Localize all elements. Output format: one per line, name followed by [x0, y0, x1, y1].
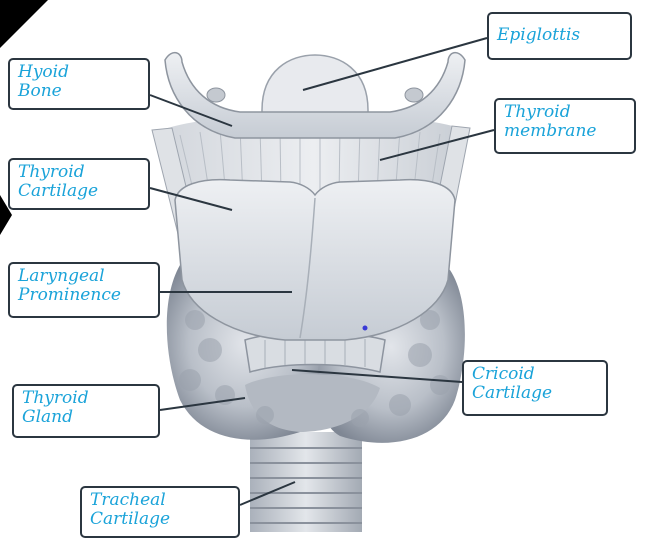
label-tracheal-cartilage: Tracheal Cartilage: [80, 486, 240, 538]
label-epiglottis: Epiglottis: [487, 12, 632, 60]
label-cricoid-cartilage: Cricoid Cartilage: [462, 360, 608, 416]
label-thyroid-membrane: Thyroid membrane: [494, 98, 636, 154]
label-laryngeal-prominence: Laryngeal Prominence: [8, 262, 160, 318]
corner-top-left: [0, 0, 48, 48]
trachea: [250, 432, 362, 532]
marker-dot: [363, 326, 368, 331]
label-thyroid-gland: Thyroid Gland: [12, 384, 160, 438]
label-thyroid-cartilage: Thyroid Cartilage: [8, 158, 150, 210]
label-hyoid-bone: Hyoid Bone: [8, 58, 150, 110]
